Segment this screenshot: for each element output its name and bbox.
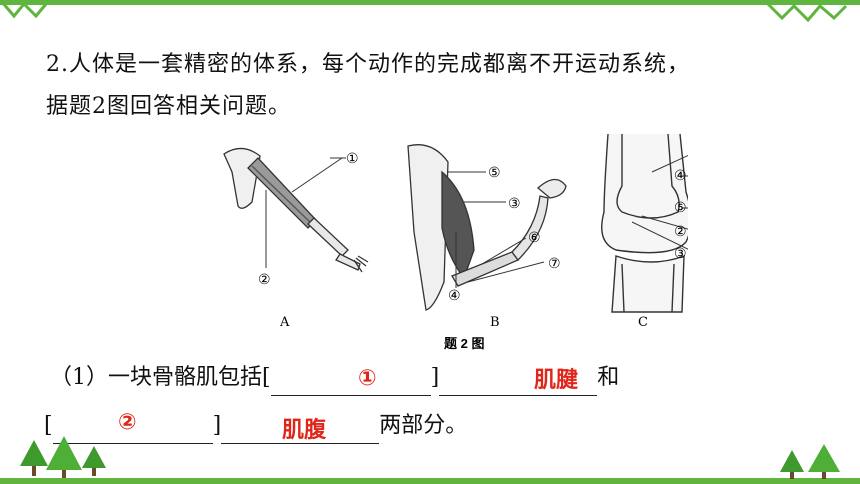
panel-a-arm-drawing bbox=[223, 147, 369, 273]
panel-caption-b: B bbox=[490, 315, 500, 330]
bracket-close-2: ] bbox=[212, 413, 222, 438]
question-line-2: 据题2图回答相关问题。 bbox=[46, 94, 291, 119]
panel-c-label-1: ① bbox=[687, 142, 688, 158]
question-line-1: 2.人体是一套精密的体系，每个动作的完成都离不开运动系统， bbox=[46, 52, 690, 77]
fill-suffix: 两部分。 bbox=[379, 413, 468, 438]
panel-b-label-4: ④ bbox=[448, 288, 461, 304]
fill-join: 和 bbox=[597, 365, 620, 390]
blank-2-text bbox=[221, 417, 380, 444]
bracket-open-2: [ bbox=[44, 413, 53, 438]
panel-c-leaders bbox=[631, 154, 688, 250]
panel-c-label-4: ④ bbox=[674, 168, 687, 184]
panel-b-leaders bbox=[448, 171, 545, 288]
panel-caption-a: A bbox=[279, 315, 290, 330]
panel-b-arm-drawing bbox=[407, 144, 567, 311]
panel-b-label-7: ⑦ bbox=[548, 256, 561, 272]
bracket-close-1: ] bbox=[430, 365, 440, 390]
blank-2-number bbox=[52, 417, 213, 444]
blank-1-text bbox=[439, 369, 598, 396]
panel-a-label-2: ② bbox=[258, 272, 271, 288]
panel-a-label-1: ① bbox=[346, 151, 359, 167]
top-border bbox=[0, 0, 860, 5]
panel-c-joint-drawing bbox=[601, 133, 688, 313]
fill-line-1: （1）一块骨骼肌包括[] 和 bbox=[50, 360, 619, 396]
panel-b-label-6: ⑥ bbox=[528, 230, 541, 246]
tree-icon-right bbox=[780, 444, 840, 479]
panel-c-label-2: ② bbox=[674, 224, 687, 240]
bottom-border bbox=[0, 478, 860, 484]
fill-line-2: [] 两部分。 bbox=[44, 408, 467, 444]
fill-prefix: （1）一块骨骼肌包括[ bbox=[50, 365, 271, 390]
panel-b-label-3: ③ bbox=[508, 196, 521, 212]
panel-b-label-5: ⑤ bbox=[488, 165, 501, 181]
top-left-leaf-decoration bbox=[0, 1, 48, 19]
panel-caption-c: C bbox=[638, 315, 648, 330]
answer-1-number: ① bbox=[358, 366, 377, 391]
question-text: 2.人体是一套精密的体系，每个动作的完成都离不开运动系统， 据题2图回答相关问题… bbox=[46, 44, 836, 128]
answer-2-text: 肌腹 bbox=[282, 418, 327, 443]
answer-1-text: 肌腱 bbox=[534, 368, 579, 393]
blank-1-number bbox=[270, 369, 431, 396]
panel-c-label-3: ③ bbox=[674, 246, 687, 262]
panel-c-label-5: ⑤ bbox=[674, 200, 687, 216]
top-right-leaf-decoration bbox=[766, 2, 848, 23]
answer-2-number: ② bbox=[118, 410, 137, 435]
anatomy-figure: ① ② ⑤ ③ ⑥ ⑦ ④ ① ④ ⑤ ② ③ A B C 题 2 图 bbox=[212, 132, 688, 364]
figure-caption: 题 2 图 bbox=[444, 336, 484, 351]
panel-a-leaders bbox=[265, 157, 346, 268]
tree-icon-left bbox=[20, 436, 106, 478]
